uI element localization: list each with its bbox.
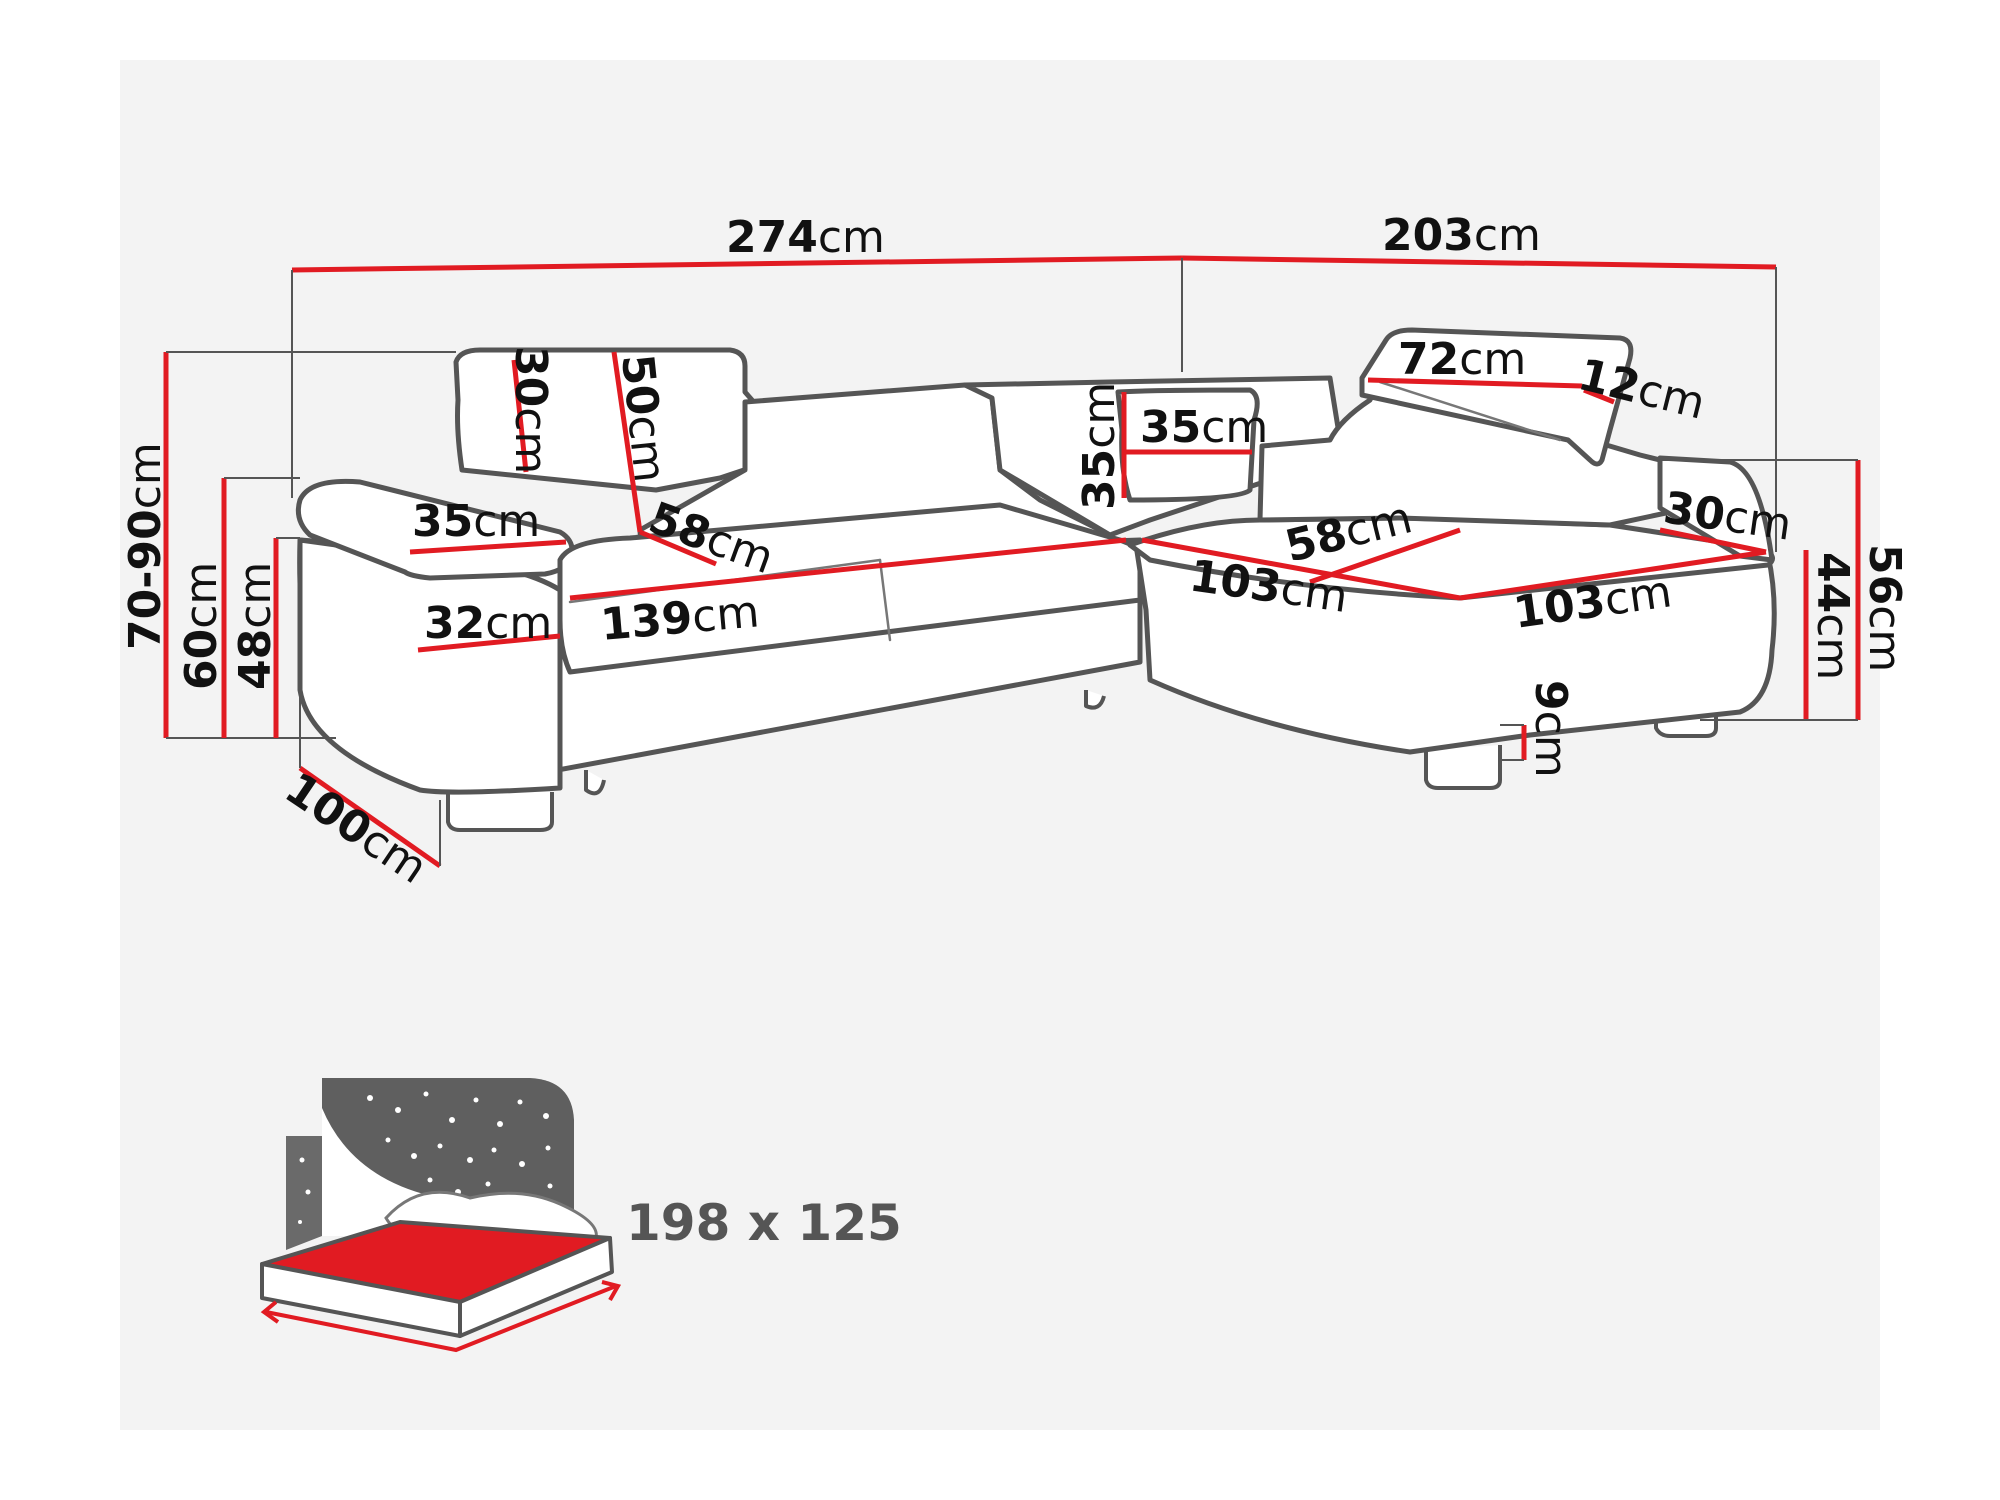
dim-line-12 (1583, 387, 1615, 405)
label-headrest-30: 30cm (505, 346, 556, 474)
headrest-strap (1378, 380, 1562, 442)
sleep-function-icon (260, 1078, 622, 1353)
dim-line-32 (417, 633, 561, 653)
dim-line-103-b (1459, 549, 1767, 601)
label-44: 44cm (1807, 552, 1858, 680)
leg-left (446, 792, 554, 832)
leg-middle (584, 770, 606, 796)
dimension-labels: 274cm 203cm 70-90cm 60cm 48cm 100cm 30cm… (120, 210, 1910, 894)
dim-line-100 (298, 765, 442, 869)
leg-center (1084, 690, 1106, 710)
panel-base-left (286, 1136, 322, 1250)
label-56: 56cm (1859, 544, 1910, 672)
sofa-illustration (295, 327, 1777, 832)
dim-line-back-50 (611, 351, 643, 533)
dim-line-103-a (1141, 537, 1461, 601)
stars-icon (298, 1091, 553, 1224)
mattress-end (458, 1236, 614, 1338)
chaise-arm (1657, 455, 1775, 563)
arrowhead-right (601, 1280, 622, 1301)
label-203: 203cm (1382, 210, 1541, 261)
label-cushion-height: 35cm (1074, 382, 1125, 510)
dim-line-chaise-30 (1659, 527, 1767, 555)
left-headrest (453, 347, 755, 493)
label-103-a: 103cm (1186, 550, 1350, 623)
label-cushion-width: 35cm (1140, 402, 1268, 453)
label-274: 274cm (726, 212, 885, 263)
label-32: 32cm (424, 598, 552, 649)
dim-line-72 (1367, 377, 1583, 389)
dim-line-headrest-30 (511, 359, 529, 473)
dim-line-58-left (639, 529, 717, 567)
measure-arrow-length (265, 1284, 617, 1353)
right-headrest (1359, 327, 1634, 467)
dim-line-203 (1181, 255, 1777, 270)
dim-line-139 (569, 537, 1127, 601)
seat-seam (878, 558, 892, 642)
label-48: 48cm (230, 562, 281, 690)
label-60: 60cm (176, 562, 227, 690)
dim-line-274 (291, 255, 1183, 273)
label-armrest-35: 35cm (412, 496, 540, 547)
chaise-body (1127, 542, 1777, 755)
leg-right-a (1424, 745, 1502, 790)
chaise-back (1257, 375, 1703, 528)
label-103-b: 103cm (1510, 566, 1674, 639)
sleeping-area-label: 198 x 125 (626, 1194, 902, 1252)
arrowhead-left (260, 1300, 280, 1324)
label-70-90: 70-90cm (120, 442, 171, 650)
label-chaise-30: 30cm (1660, 482, 1794, 550)
dimension-lines (163, 255, 1861, 869)
label-72: 72cm (1398, 334, 1526, 385)
dim-line-armrest-35 (409, 539, 567, 555)
label-139: 139cm (599, 586, 762, 651)
label-9: 9cm (1525, 680, 1576, 778)
label-back-50: 50cm (611, 352, 675, 485)
